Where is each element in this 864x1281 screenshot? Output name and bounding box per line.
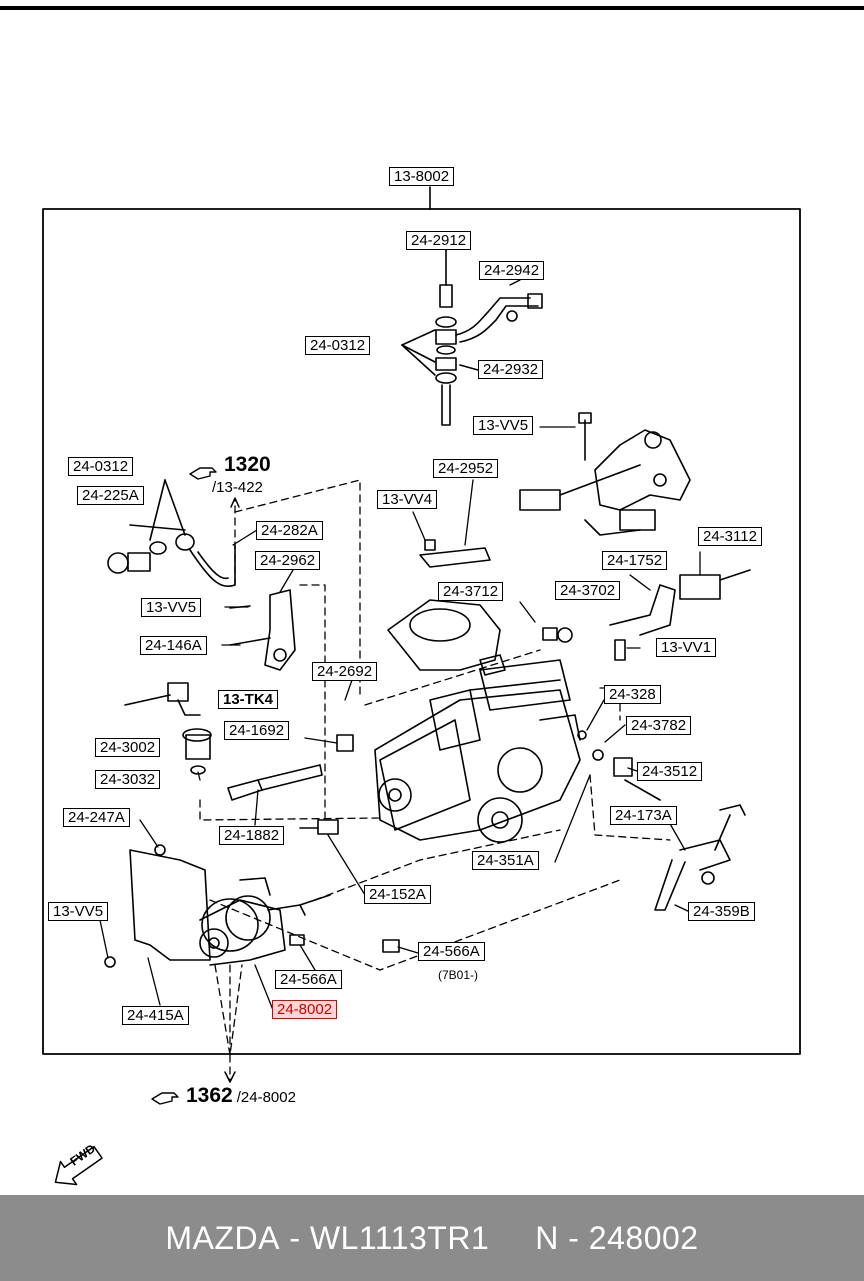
footer-n-value: 248002: [588, 1219, 699, 1256]
hand-pointer-icon-1320: [189, 467, 217, 480]
label-24-146a: 24-146A: [140, 636, 207, 655]
label-24-351a: 24-351A: [472, 851, 539, 870]
footer-brand: MAZDA: [165, 1219, 280, 1256]
right-bracket-parts: [419, 539, 751, 676]
label-24-566a-right: 24-566A: [418, 942, 485, 961]
top-rule: [0, 6, 864, 10]
up-arrow: [230, 497, 240, 508]
label-24-566a-left: 24-566A: [275, 970, 342, 989]
label-13-vv5-top: 13-VV5: [473, 416, 534, 435]
label-13-vv5-mid: 13-VV5: [141, 598, 202, 617]
exploded-parts-diagram: [42, 186, 801, 1186]
throttle-lever-parts: [577, 730, 746, 911]
label-24-247a: 24-247A: [63, 808, 130, 827]
note-7b01: (7B01-): [438, 968, 479, 982]
ref-1362-sub: /24-8002: [236, 1089, 296, 1106]
label-24-282a: 24-282A: [256, 521, 323, 540]
label-24-2932: 24-2932: [478, 360, 544, 379]
label-13-vv5-bottom: 13-VV5: [48, 902, 109, 921]
diagram-frame: [42, 208, 801, 1055]
ref-1362-number: 1362: [186, 1084, 233, 1107]
ref-1362: 1362 /24-8002: [186, 1084, 296, 1108]
hand-pointer-icon-1362: [151, 1092, 179, 1105]
label-24-3112: 24-3112: [698, 527, 762, 546]
bottom-actuator-parts: [104, 844, 400, 968]
label-24-2912: 24-2912: [406, 231, 472, 250]
label-24-328: 24-328: [604, 685, 661, 704]
ref-1320-number: 1320: [224, 453, 271, 476]
injector-fitting-assembly: [401, 249, 543, 426]
fwd-arrow-icon: [54, 1145, 103, 1186]
leader-lines: [99, 237, 701, 1011]
label-24-0312-top: 24-0312: [305, 336, 371, 355]
label-24-1752: 24-1752: [602, 551, 668, 570]
label-24-359b: 24-359B: [688, 902, 755, 921]
ref-1320-sub: /13-422: [212, 479, 263, 496]
label-24-1692: 24-1692: [224, 721, 290, 740]
label-24-0312-left: 24-0312: [68, 457, 134, 476]
footer-n-label: N: [535, 1219, 559, 1256]
label-24-3782: 24-3782: [626, 716, 692, 735]
label-24-1882: 24-1882: [219, 826, 285, 845]
label-13-vv1: 13-VV1: [656, 638, 717, 657]
footer-part-info: MAZDA - WL1113TR1 N - 248002: [0, 1195, 864, 1281]
label-24-3002: 24-3002: [95, 738, 161, 757]
label-24-225a: 24-225A: [77, 486, 144, 505]
footer-separator: -: [289, 1219, 301, 1256]
label-24-3712: 24-3712: [438, 582, 504, 601]
label-13-8002: 13-8002: [389, 167, 455, 186]
label-13-tk4: 13-TK4: [218, 690, 279, 709]
label-24-3512: 24-3512: [637, 762, 703, 781]
label-24-2692: 24-2692: [312, 662, 378, 681]
label-24-2942: 24-2942: [479, 261, 545, 280]
injection-pump-body: [374, 599, 581, 843]
label-24-415a: 24-415A: [122, 1006, 189, 1025]
label-24-152a: 24-152A: [364, 885, 431, 904]
sensor-bracket-assembly: [519, 412, 691, 536]
label-13-vv4: 13-VV4: [377, 490, 438, 509]
label-24-8002-highlighted[interactable]: 24-8002: [272, 1000, 338, 1019]
down-arrow: [224, 1071, 236, 1083]
footer-part-number: WL1113TR1: [309, 1219, 490, 1256]
label-24-3702: 24-3702: [555, 581, 621, 600]
ref-1320: 1320: [224, 453, 271, 477]
label-24-173a: 24-173A: [610, 806, 677, 825]
footer-separator-2: -: [568, 1219, 580, 1256]
label-24-3032: 24-3032: [95, 770, 161, 789]
label-24-2962: 24-2962: [255, 551, 321, 570]
label-24-2952: 24-2952: [433, 459, 499, 478]
dashed-guide-lines: [199, 479, 671, 1081]
